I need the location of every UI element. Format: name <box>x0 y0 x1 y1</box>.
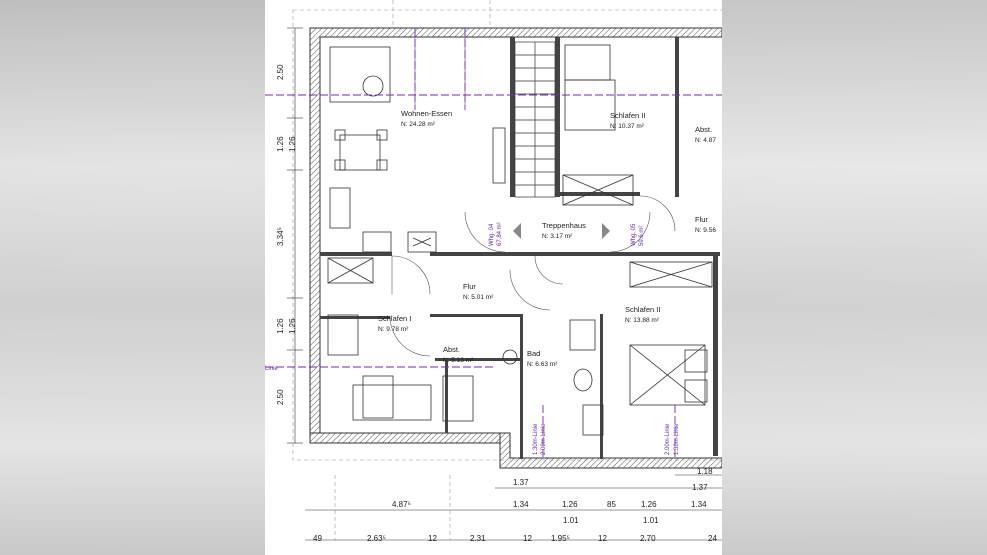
dim-left-3: 1.26 <box>288 136 297 152</box>
room-name-abst-top: Abst. <box>695 125 712 134</box>
dim-left-2: 1.26 <box>276 136 285 152</box>
room-name-schlafen2-bottom: Schlafen II <box>625 305 660 314</box>
line-label-linie: Linie <box>265 366 278 372</box>
room-area-flur-right: N: 9.56 <box>695 227 716 234</box>
dim-left-6: 1.26 <box>288 318 297 334</box>
blurred-background-left <box>0 0 265 555</box>
room-area-bad: N: 6.63 m² <box>527 361 558 368</box>
unit-area-w05: 59.6 m² <box>639 226 645 246</box>
room-area-wohnen: N: 24.28 m² <box>401 121 436 128</box>
room-area-schlafen2-bottom: N: 13.88 m² <box>625 317 660 324</box>
dim-bottom-r5-2: 2.63⁵ <box>367 534 386 543</box>
room-name-schlafen2-top: Schlafen II <box>610 111 645 120</box>
stair-arrow-right <box>602 223 610 239</box>
line-label-200-right: 2.00m-Linie <box>665 423 671 455</box>
dim-bottom-r5-8: 2.70 <box>640 534 656 543</box>
dim-bottom-r4-2: 1.01 <box>643 516 659 525</box>
dimension-chains-bottom <box>305 474 722 541</box>
unit-area-w04: 67.84 m² <box>497 222 503 246</box>
dim-bottom-r1-1: 1.18 <box>697 467 713 476</box>
room-name-wohnen: Wohnen-Essen <box>401 109 452 118</box>
room-area-schlafen1: N: 9.78 m² <box>378 326 409 333</box>
dim-bottom-r3-4: 85 <box>607 500 616 509</box>
dim-left-5: 1.26 <box>276 318 285 334</box>
room-area-abst-top: N: 4.87 <box>695 137 716 144</box>
dim-bottom-r5-3: 12 <box>428 534 437 543</box>
room-area-schlafen2-top: N: 10.37 m² <box>610 123 645 130</box>
room-name-schlafen1: Schlafen I <box>378 314 411 323</box>
room-name-abst-bottom: Abst. <box>443 345 460 354</box>
staircase <box>514 41 556 198</box>
dim-left-7: 2.50 <box>276 389 285 405</box>
line-label-130-left: 1.30m-Linie <box>533 423 539 455</box>
room-name-treppenhaus: Treppenhaus <box>542 221 586 230</box>
floor-plan-drawing: Wohnen-Essen N: 24.28 m² Schlafen II N: … <box>265 0 724 543</box>
dim-bottom-r5-9: 24 <box>708 534 717 543</box>
dim-bottom-r3-6: 1.34 <box>691 500 707 509</box>
furniture <box>327 44 713 436</box>
dim-bottom-r3-1: 4.87⁵ <box>392 500 411 509</box>
stair-arrow-left <box>513 223 521 239</box>
dim-bottom-r5-6: 1.95⁵ <box>551 534 570 543</box>
section-lines <box>265 28 722 460</box>
dim-bottom-r3-2: 1.34 <box>513 500 529 509</box>
blurred-background-right <box>722 0 987 555</box>
unit-name-w04: Whg. 04 <box>489 223 495 246</box>
dim-bottom-r5-1: 49 <box>313 534 322 543</box>
room-area-flur: N: 5.01 m² <box>463 294 494 301</box>
line-label-130-right: 1.30m-Linie <box>674 423 680 455</box>
dimension-chain-left <box>287 27 303 444</box>
room-name-bad: Bad <box>527 349 540 358</box>
interior-walls <box>320 37 720 459</box>
dim-left-4: 3.34⁵ <box>276 227 285 246</box>
room-area-abst-bottom: N: 5.13 m² <box>443 357 474 364</box>
floor-plan-sheet: Wohnen-Essen N: 24.28 m² Schlafen II N: … <box>265 0 724 555</box>
dim-bottom-r3-5: 1.26 <box>641 500 657 509</box>
dim-left-1: 2.50 <box>276 64 285 80</box>
dim-bottom-r3-3: 1.26 <box>562 500 578 509</box>
dim-bottom-r4-1: 1.01 <box>563 516 579 525</box>
dim-bottom-r2-2: 1.37 <box>692 483 708 492</box>
room-area-treppenhaus: N: 3.17 m² <box>542 233 573 240</box>
dim-bottom-r5-5: 12 <box>523 534 532 543</box>
room-name-flur: Flur <box>463 282 476 291</box>
dim-bottom-r2-1: 1.37 <box>513 478 529 487</box>
dim-bottom-r5-4: 2.31 <box>470 534 486 543</box>
dim-bottom-r5-7: 12 <box>598 534 607 543</box>
room-name-flur-right: Flur <box>695 215 708 224</box>
line-label-200-left: 2.00m-Linie <box>541 423 547 455</box>
unit-name-w05: Whg. 05 <box>631 223 637 246</box>
